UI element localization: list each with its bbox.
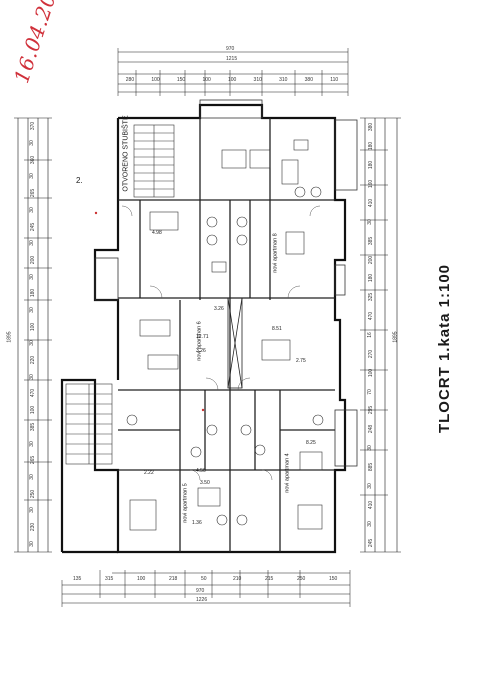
dimension-top-total: 970: [226, 46, 235, 52]
dimension-value: 30: [28, 373, 35, 380]
dimension-value: 245: [368, 538, 375, 547]
dimension-value: 250: [297, 576, 306, 582]
dimension-value: 30: [28, 540, 35, 547]
room-area-label: 4.50: [196, 468, 206, 474]
dimension-value: 50: [201, 576, 207, 582]
dimension-value: 100: [30, 405, 37, 415]
stair-label: OTVORENO STUBIŠTE: [122, 115, 130, 192]
dimension-value: 385: [30, 422, 37, 431]
room-area-label: 2.22: [144, 470, 154, 476]
dimension-value: 110: [330, 77, 339, 83]
dimension-value: 270: [368, 349, 375, 359]
dimension-value: 200: [368, 255, 375, 264]
room-area-label: 3.26: [214, 306, 224, 312]
dimension-value: 310: [253, 77, 262, 83]
room-area-label: 8.25: [306, 440, 316, 446]
dimension-value: 30: [28, 140, 35, 146]
dimension-value: 100: [202, 77, 211, 83]
dimension-value: 295: [368, 406, 375, 415]
dimension-value: 470: [368, 311, 375, 321]
dimension-value: 885: [368, 462, 375, 472]
dimension-value: 315: [105, 576, 114, 582]
dimension-value: 360: [30, 155, 37, 164]
dimension-value: 245: [30, 222, 37, 231]
dimension-value: 265: [30, 456, 37, 465]
apartment-label: novi apartman 4: [284, 453, 291, 493]
dimension-value: 30: [366, 445, 373, 451]
room-area-label: 8.51: [272, 326, 282, 332]
dimension-value: 135: [73, 576, 82, 582]
room-area-label: 1.36: [192, 520, 202, 526]
dimension-value: 410: [368, 500, 375, 509]
dimension-value: 248: [368, 425, 375, 434]
dimension-bottom-total: 1226: [196, 597, 208, 603]
dimension-value: 385: [368, 236, 375, 245]
room-area-label: 4.98: [152, 230, 162, 236]
dimension-value: 370: [30, 122, 37, 131]
dimension-value: 100: [151, 77, 160, 83]
dimension-value: 380: [368, 123, 375, 132]
dimension-value: 30: [28, 173, 35, 180]
dimension-value: 150: [176, 77, 186, 83]
dimension-value: 30: [28, 273, 35, 280]
dimension-top-total: 1215: [226, 56, 238, 62]
dimension-value: 100: [368, 368, 375, 377]
dimension-value: 410: [368, 198, 375, 208]
dimension-value: 265: [30, 188, 37, 198]
room-area-label: 12.71: [196, 334, 209, 340]
dimension-value: 380: [304, 77, 313, 83]
apartment-label: novi apartman 5: [182, 483, 189, 523]
dimension-value: 250: [30, 489, 37, 498]
room-area-label: 3.50: [200, 480, 210, 486]
dimension-value: 100: [137, 576, 146, 582]
dimension-value: 30: [28, 307, 35, 313]
dimension-value: 200: [30, 255, 37, 265]
dimension-bottom-total: 970: [196, 588, 205, 594]
dimension-value: 218: [169, 576, 178, 582]
dimension-value: 30: [28, 474, 35, 480]
dimension-value: 150: [329, 576, 338, 582]
room-area-label: 3.26: [196, 348, 206, 354]
dimension-value: 30: [28, 340, 35, 347]
dimension-value: 180: [368, 161, 375, 170]
dimension-value: 30: [28, 207, 35, 213]
dimension-value: 220: [30, 355, 37, 365]
dimension-value: 30: [28, 240, 35, 246]
dimension-value: 30: [28, 440, 35, 447]
dimension-value: 30: [366, 520, 373, 527]
dimension-value: 470: [30, 389, 37, 398]
dimension-value: 180: [368, 142, 375, 151]
dimension-value: 180: [30, 289, 37, 298]
dimension-value: 280: [125, 77, 135, 83]
dimension-value: 230: [30, 522, 37, 532]
drawing-title: TLOCRT 1.kata 1:100: [436, 263, 454, 434]
room-area-label: 2.75: [296, 358, 306, 364]
dimension-value: 100: [228, 77, 237, 83]
dimension-value: 160: [368, 179, 375, 189]
dimension-value: 325: [368, 293, 375, 302]
dimension-value: 70: [366, 388, 373, 395]
dimension-right-total: 1895: [392, 331, 399, 343]
dimension-value: 30: [366, 219, 373, 225]
dimension-value: 100: [30, 322, 37, 331]
dimension-value: 180: [368, 274, 375, 283]
dimension-value: 210: [233, 576, 242, 582]
dimension-value: 30: [28, 507, 35, 514]
dimension-left-total: 1895: [6, 331, 13, 343]
level-note: 2.: [76, 176, 83, 185]
dimension-value: 215: [265, 576, 274, 582]
dimension-value: 310: [279, 77, 288, 83]
dimension-value: 16: [366, 332, 373, 338]
dimension-value: 30: [366, 483, 373, 489]
apartment-label: novi apartman 8: [272, 233, 279, 273]
apartment-label: novi apartman 6: [196, 321, 203, 361]
